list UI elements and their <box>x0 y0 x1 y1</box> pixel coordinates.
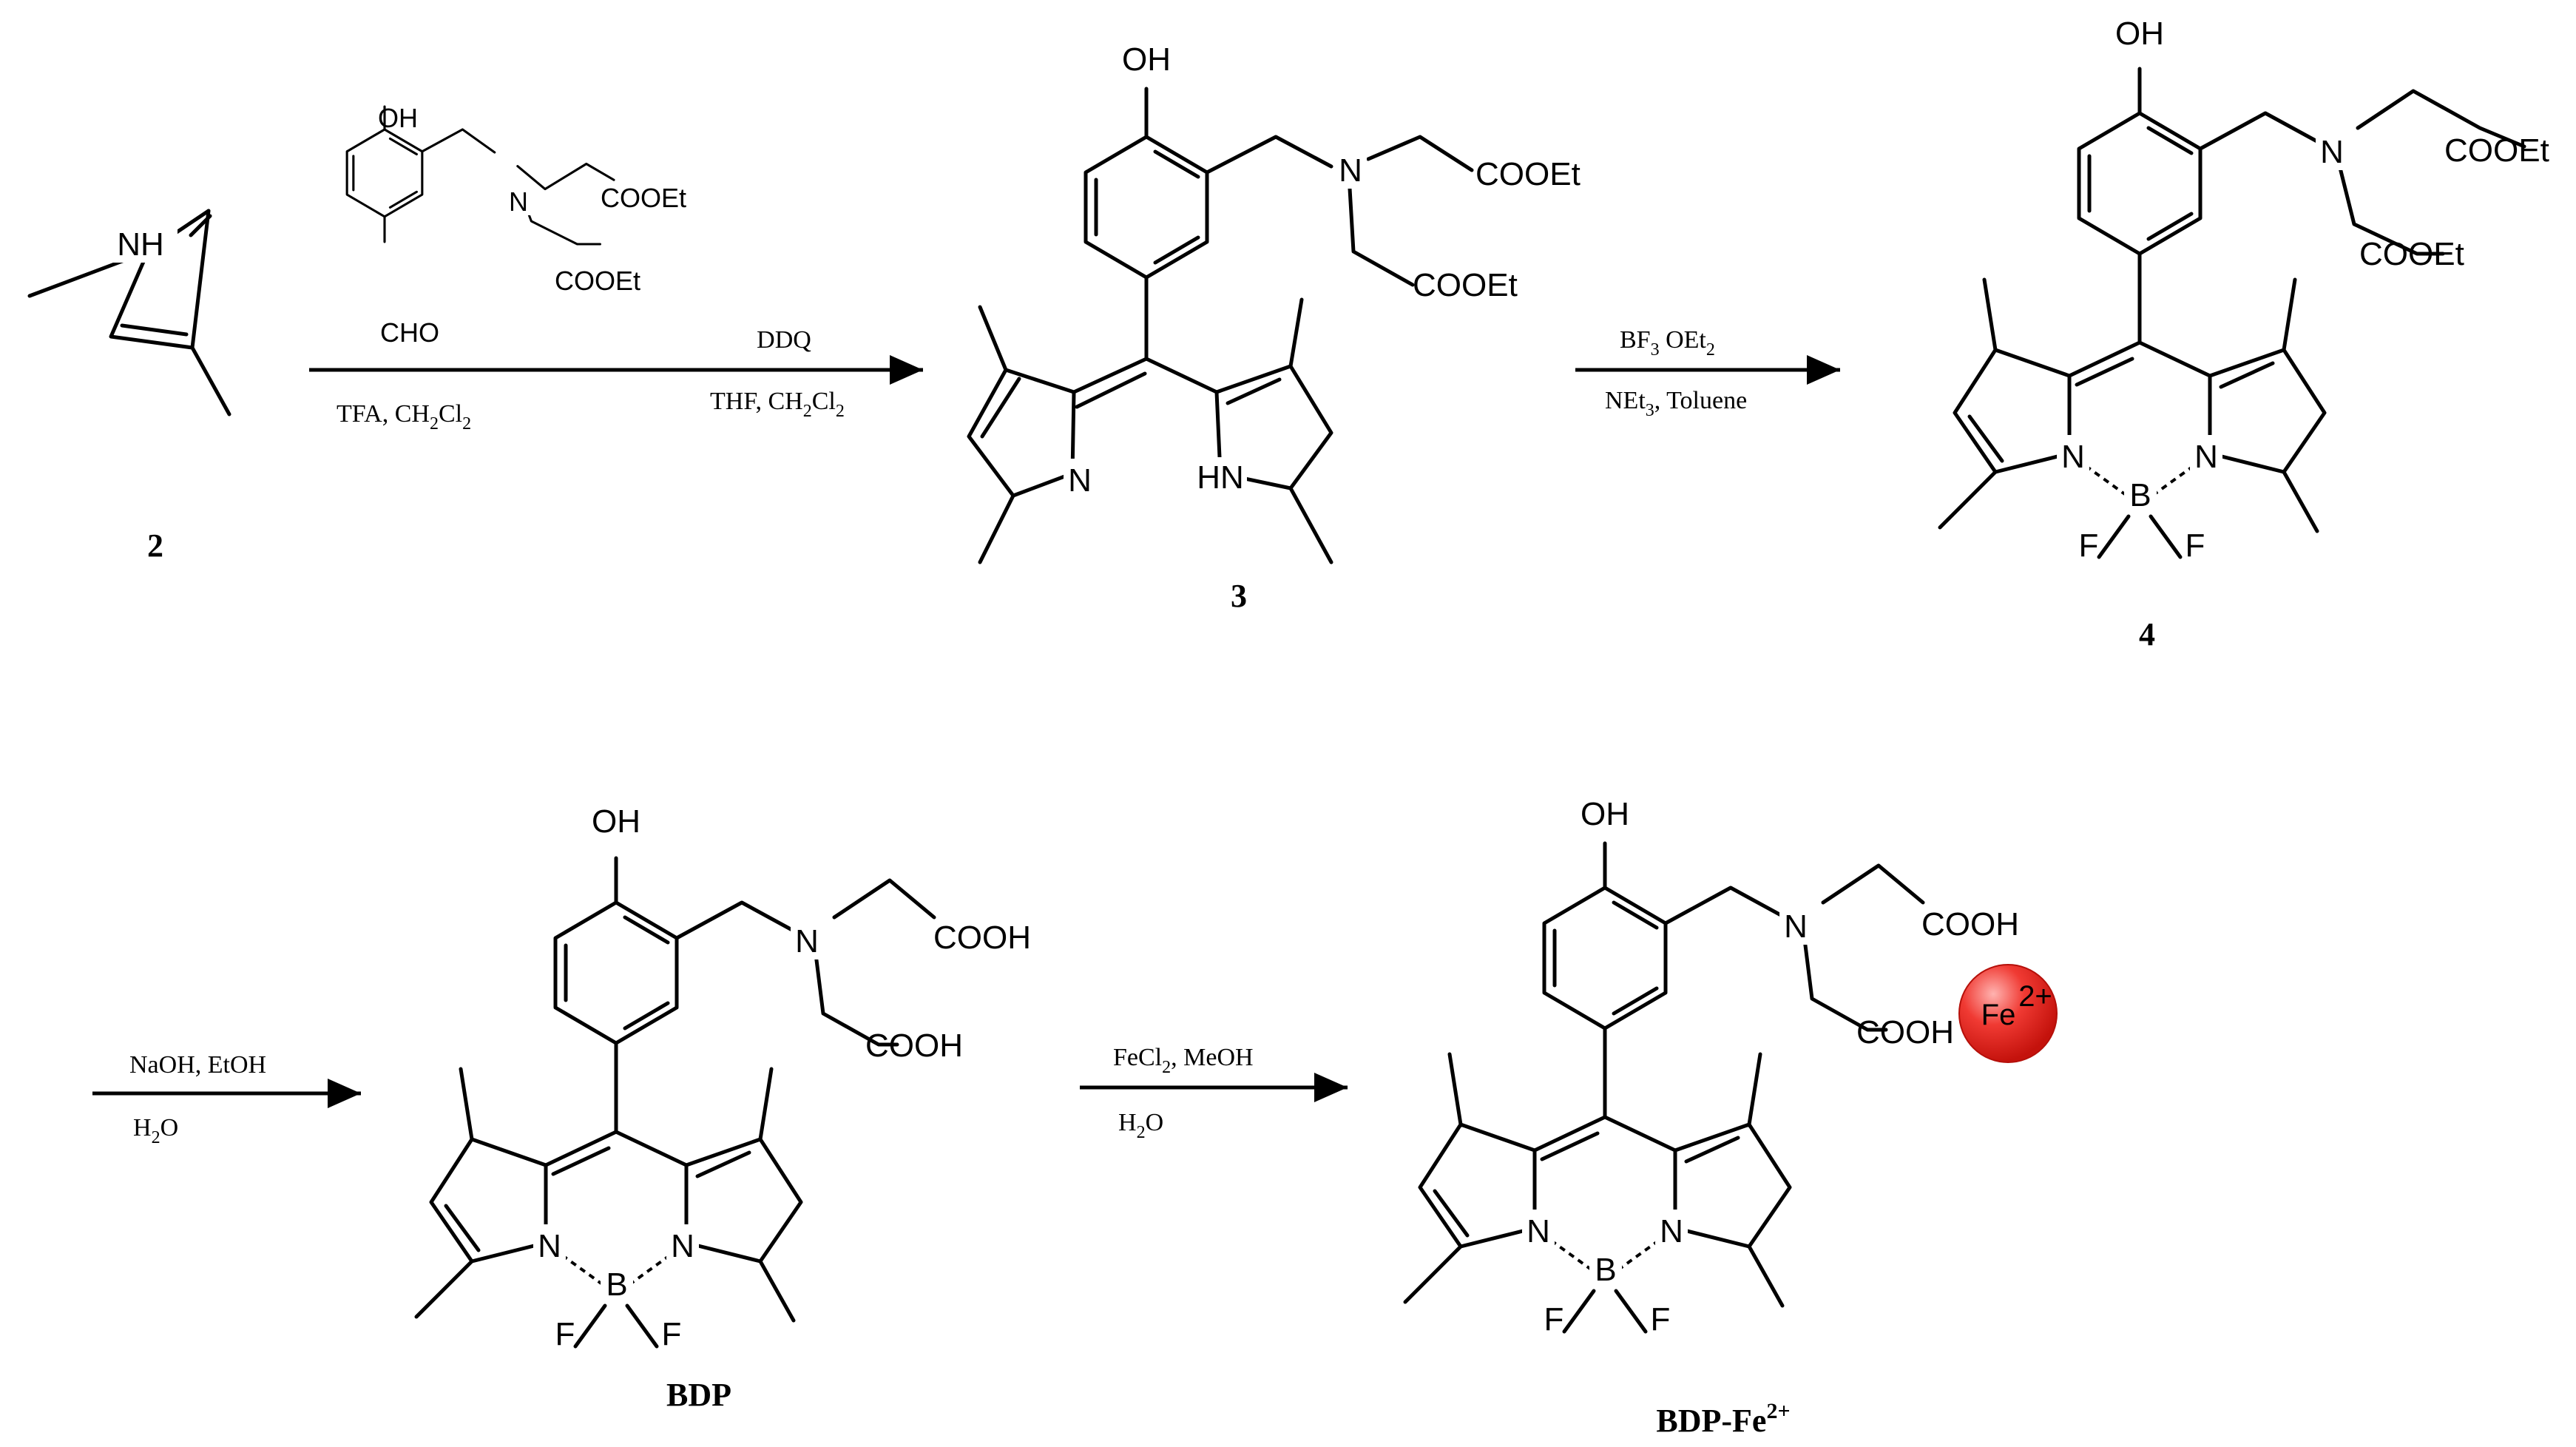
fe-ion-label: Fe <box>1981 999 2016 1031</box>
compound-4-label: 4 <box>2139 616 2155 652</box>
atom-cooh: COOH <box>1921 906 2019 942</box>
atom-f: F <box>2079 527 2099 564</box>
atom-oh: OH <box>378 103 418 133</box>
atom-b: B <box>1595 1252 1616 1288</box>
atom-f: F <box>662 1316 682 1352</box>
atom-cooet: COOEt <box>1413 267 1518 303</box>
reagent-text: NEt3, Toluene <box>1605 387 1747 420</box>
reagent-text: BF3 OEt2 <box>1620 326 1715 360</box>
atom-hn: HN <box>1197 459 1244 496</box>
atom-n: N <box>1527 1213 1550 1249</box>
compound-4-structure <box>1940 69 2526 557</box>
reagent-text: FeCl2, MeOH <box>1113 1044 1254 1077</box>
atom-f: F <box>1651 1301 1671 1338</box>
atom-b: B <box>2129 477 2151 513</box>
atom-n: N <box>2194 439 2218 475</box>
atom-n: N <box>671 1228 694 1264</box>
atom-n: N <box>2061 439 2085 475</box>
atom-oh: OH <box>1122 41 1171 78</box>
atom-cooet: COOEt <box>1475 156 1581 192</box>
reagent-text: H2O <box>133 1114 178 1147</box>
atom-f: F <box>2185 527 2205 564</box>
atom-cooet: COOEt <box>601 183 686 213</box>
bdp-structure <box>416 858 936 1346</box>
atom-b: B <box>606 1266 627 1303</box>
atom-oh: OH <box>1581 796 1629 832</box>
compound-bdp-fe-label: BDP-Fe2+ <box>1656 1399 1790 1439</box>
atom-cooet: COOEt <box>2444 132 2549 169</box>
atom-n: N <box>1784 908 1808 945</box>
fe-ion-charge: 2+ <box>2018 980 2052 1013</box>
atom-cooet: COOEt <box>555 266 640 296</box>
reagent-text: DDQ <box>757 326 811 354</box>
atom-cooet: COOEt <box>2359 236 2464 272</box>
reagent-text: THF, CH2Cl2 <box>710 388 845 421</box>
atom-n: N <box>538 1228 561 1264</box>
atom-n: N <box>1339 152 1362 189</box>
bdp-fe-structure <box>1405 843 1925 1332</box>
reagent-text: TFA, CH2Cl2 <box>337 400 471 434</box>
atom-oh: OH <box>2115 16 2164 52</box>
compound-3-label: 3 <box>1231 578 1247 614</box>
atom-n: N <box>1660 1213 1683 1249</box>
aldehyde-reagent-structure <box>345 105 615 246</box>
atom-n: N <box>509 186 528 217</box>
atom-n: N <box>795 923 819 959</box>
atom-cho: CHO <box>380 317 439 348</box>
atom-cooh: COOH <box>865 1028 963 1064</box>
atom-cooh: COOH <box>1856 1014 1954 1050</box>
atom-f: F <box>1544 1301 1564 1338</box>
atom-cooh: COOH <box>933 920 1031 956</box>
atom-n: N <box>1068 462 1092 499</box>
atom-nh: NH <box>117 226 164 263</box>
atom-f: F <box>555 1316 575 1352</box>
fe-ion: Fe 2+ <box>1958 964 2058 1063</box>
compound-2-label: 2 <box>147 527 163 564</box>
atom-n: N <box>2320 134 2344 170</box>
reagent-text: NaOH, EtOH <box>129 1051 266 1079</box>
atom-oh: OH <box>592 803 640 840</box>
reagent-text: H2O <box>1118 1109 1163 1142</box>
compound-bdp-label: BDP <box>666 1377 731 1413</box>
